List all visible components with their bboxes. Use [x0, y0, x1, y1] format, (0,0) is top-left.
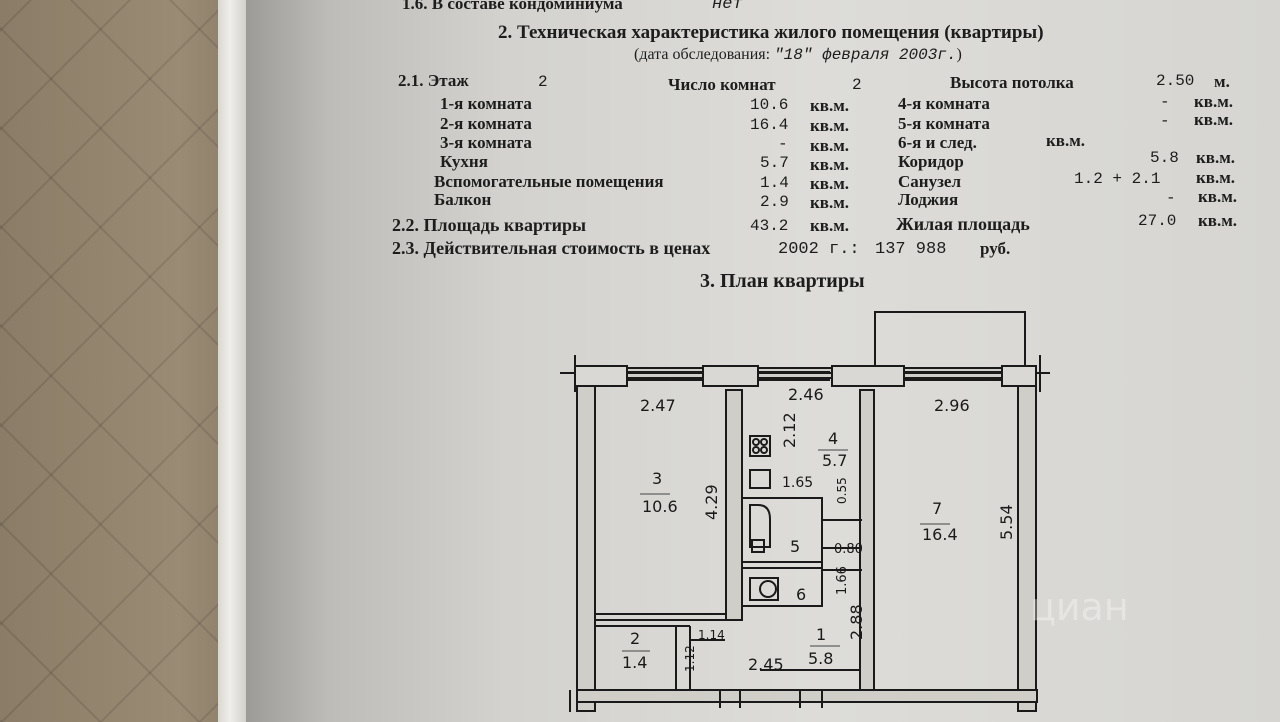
room-number: 5	[790, 537, 800, 556]
r23-year: 2002 г.:	[778, 240, 860, 259]
r21-height: 2.50	[1156, 72, 1195, 90]
left-row-label: 2-я комната	[440, 114, 532, 133]
left-row-value: 16.4	[750, 116, 789, 134]
right-row-label: Санузел	[898, 172, 961, 191]
room-number: 2	[630, 629, 640, 648]
left-row-value: -	[778, 135, 788, 153]
left-row-label: Кухня	[440, 152, 488, 171]
right-row-value: 1.2 + 2.1	[1074, 170, 1161, 188]
r23-value: 137 988	[875, 240, 947, 259]
left-row-unit: кв.м.	[810, 193, 850, 212]
left-row-label: 3-я комната	[440, 133, 532, 152]
paper-edge	[218, 0, 248, 722]
window-frame	[702, 365, 759, 387]
left-row-value: 1.4	[760, 174, 789, 192]
room-area: 5.8	[808, 649, 833, 668]
dim-label: 2.12	[780, 412, 799, 448]
survey-date: (дата обследования: "18" февраля 2003г.)	[634, 46, 962, 64]
window-frame	[1001, 365, 1037, 387]
dim-label: 0.55	[835, 477, 849, 504]
dim-label: 5.54	[997, 504, 1016, 540]
left-row-label: Балкон	[434, 190, 492, 209]
r23-label: 2.3. Действительная стоимость в ценах	[392, 238, 711, 258]
dim-label: 1.66	[835, 566, 850, 595]
dim-label: 2.96	[934, 396, 970, 415]
room-area: 10.6	[642, 497, 678, 516]
right-row-unit: кв.м.	[1196, 148, 1236, 167]
room-number: 3	[652, 469, 662, 488]
r22-label: 2.2. Площадь квартиры	[392, 215, 587, 235]
dim-label: 4.29	[702, 484, 721, 520]
right-row-unit: кв.м.	[1198, 187, 1238, 206]
right-row-value: -	[1160, 93, 1170, 111]
watermark: циан	[1030, 585, 1129, 629]
right-row-value: -	[1160, 112, 1170, 130]
left-row-unit: кв.м.	[810, 155, 850, 174]
r21-label: 2.1. Этаж	[398, 71, 469, 90]
r21-rooms-label: Число комнат	[668, 75, 776, 94]
living-area-unit: кв.м.	[1198, 211, 1238, 230]
right-row-label: 5-я комната	[898, 114, 990, 133]
left-row-unit: кв.м.	[810, 96, 850, 115]
dim-label: 1.65	[782, 475, 813, 491]
balcony-outline	[874, 311, 1026, 369]
right-row-label: 6-я и след.	[898, 133, 977, 152]
right-row-unit: кв.м.	[1194, 92, 1234, 111]
line-1-6-value: нет	[712, 0, 743, 14]
left-row-label: 1-я комната	[440, 94, 532, 113]
dim-label: 2.47	[640, 396, 676, 415]
left-row-unit: кв.м.	[810, 174, 850, 193]
window-frame	[831, 365, 905, 387]
dim-label: 2.88	[847, 604, 866, 640]
room-number: 4	[828, 429, 838, 448]
right-row-unit: кв.м.	[1046, 131, 1086, 150]
r21-floor: 2	[538, 73, 548, 91]
section-3-title: 3. План квартиры	[700, 270, 865, 292]
right-row-label: 4-я комната	[898, 94, 990, 113]
document-page	[246, 0, 1280, 722]
section-2-title: 2. Техническая характеристика жилого пом…	[498, 22, 1044, 43]
right-row-unit: кв.м.	[1196, 168, 1236, 187]
right-row-unit: кв.м.	[1194, 110, 1234, 129]
left-row-value: 2.9	[760, 193, 789, 211]
dim-label: 1.14	[698, 628, 725, 642]
living-area-label: Жилая площадь	[896, 214, 1030, 234]
dim-label: 0.80	[834, 542, 863, 557]
survey-date-value: "18" февраля 2003г.	[774, 46, 957, 64]
right-row-label: Лоджия	[898, 190, 959, 209]
room-area: 5.7	[822, 451, 847, 470]
room-number: 6	[796, 585, 806, 604]
room-area: 1.4	[622, 653, 647, 672]
room-number: 1	[816, 625, 826, 644]
left-row-unit: кв.м.	[810, 136, 850, 155]
r22-unit: кв.м.	[810, 216, 850, 235]
left-row-label: Вспомогательные помещения	[434, 172, 664, 191]
right-row-value: 5.8	[1150, 149, 1179, 167]
dim-label: 2.45	[748, 655, 784, 674]
dim-label: 2.46	[788, 385, 824, 404]
r21-rooms: 2	[852, 76, 862, 94]
window-frame	[574, 365, 628, 387]
living-area-value: 27.0	[1138, 212, 1177, 230]
dim-label: 1.12	[683, 645, 697, 672]
room-area: 16.4	[922, 525, 958, 544]
left-row-unit: кв.м.	[810, 116, 850, 135]
left-row-value: 10.6	[750, 96, 789, 114]
survey-date-suffix: )	[956, 46, 962, 63]
line-1-6-label: 1.6. В составе кондоминиума	[402, 0, 623, 13]
right-row-value: -	[1166, 189, 1176, 207]
room-number: 7	[932, 499, 942, 518]
r23-unit: руб.	[980, 239, 1011, 258]
left-row-value: 5.7	[760, 154, 789, 172]
survey-date-prefix: (дата обследования:	[634, 46, 771, 63]
r21-height-label: Высота потолка	[950, 73, 1074, 92]
r22-value: 43.2	[750, 217, 789, 235]
r21-height-unit: м.	[1214, 72, 1230, 91]
right-row-label: Коридор	[898, 152, 964, 171]
